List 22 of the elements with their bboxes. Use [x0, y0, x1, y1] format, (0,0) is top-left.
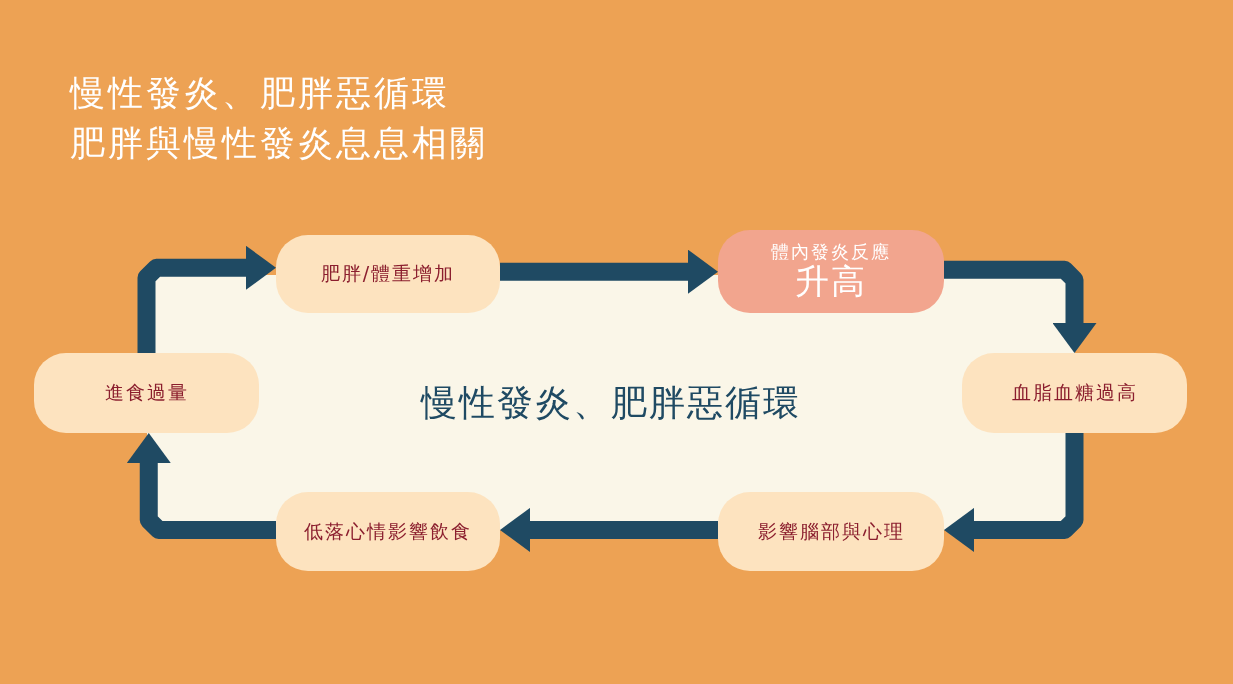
arrow — [137, 245, 276, 353]
step-label: 慢性發炎、肥胖惡循環 — [421, 381, 801, 424]
step-label: 體內發炎反應 — [771, 241, 891, 263]
arrow — [126, 433, 276, 539]
step-box — [962, 353, 1187, 433]
step-box — [276, 235, 500, 313]
arrow — [500, 249, 718, 294]
step-label: 血脂血糖過高 — [1011, 382, 1138, 404]
arrow — [500, 507, 718, 552]
step-box — [276, 492, 500, 571]
step-box — [34, 353, 259, 433]
title: 慢性發炎、肥胖惡循環 — [70, 72, 450, 115]
step-label: 低落心情影響飲食 — [304, 520, 472, 543]
step-box — [718, 492, 944, 571]
arrow — [944, 260, 1097, 353]
step-box — [718, 230, 944, 313]
step-label: 肥胖/體重增加 — [320, 263, 456, 285]
step-subtext: 升高 — [795, 262, 867, 302]
arrow — [944, 433, 1084, 552]
subtitle: 肥胖與慢性發炎息息相關 — [70, 122, 488, 165]
step-label: 進食過量 — [104, 382, 189, 404]
step-label: 影響腦部與心理 — [757, 520, 905, 543]
